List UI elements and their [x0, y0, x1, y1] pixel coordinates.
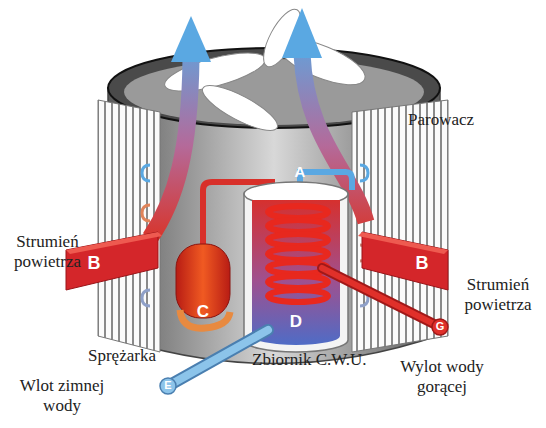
- air-flow-arrow: [150, 58, 191, 238]
- callout-letter: G: [432, 320, 448, 333]
- part-label: Zbiornik C.W.U.: [252, 350, 402, 370]
- coil-turn: [268, 290, 328, 302]
- air-flow-label: Strumień powietrza: [0, 232, 95, 272]
- callout-letter: B: [410, 253, 434, 273]
- duct-top-face: [358, 232, 448, 254]
- fan-blade: [197, 78, 282, 139]
- coil-turn: [268, 248, 328, 260]
- coil-turn: [268, 276, 328, 288]
- coil-turn: [268, 206, 328, 218]
- heating-coil: [268, 206, 328, 302]
- callout-letter: B: [82, 253, 106, 273]
- air-flow-label: Strumień powietrza: [450, 275, 546, 315]
- duct-top-face: [66, 232, 162, 254]
- hot-water-pipe-edge: [322, 268, 440, 327]
- pipe-end: [160, 378, 176, 394]
- callout-letter: C: [193, 302, 213, 321]
- callout-letter: A: [290, 163, 310, 180]
- arrow-head: [282, 8, 322, 58]
- coil-turn: [268, 234, 328, 246]
- tube-bend: [142, 165, 150, 181]
- tube-bend: [142, 205, 150, 221]
- hot-water-pipe: [322, 268, 440, 327]
- outlet-label: Wylot wody gorącej: [390, 357, 494, 397]
- part-label: Parowacz: [408, 110, 528, 130]
- coil-turn: [268, 220, 328, 232]
- callout-letter: D: [286, 312, 306, 331]
- air-inlet-duct: [362, 232, 448, 290]
- pipe-end: [432, 319, 448, 335]
- arrow-head: [171, 16, 211, 62]
- callout-letter: E: [160, 379, 176, 392]
- part-label: Sprężarka: [88, 346, 183, 366]
- inlet-label: Wlot zimnej wody: [10, 376, 114, 416]
- evaporator-fins: [352, 100, 448, 352]
- tube-bend: [142, 290, 150, 306]
- tube-bend: [360, 165, 368, 181]
